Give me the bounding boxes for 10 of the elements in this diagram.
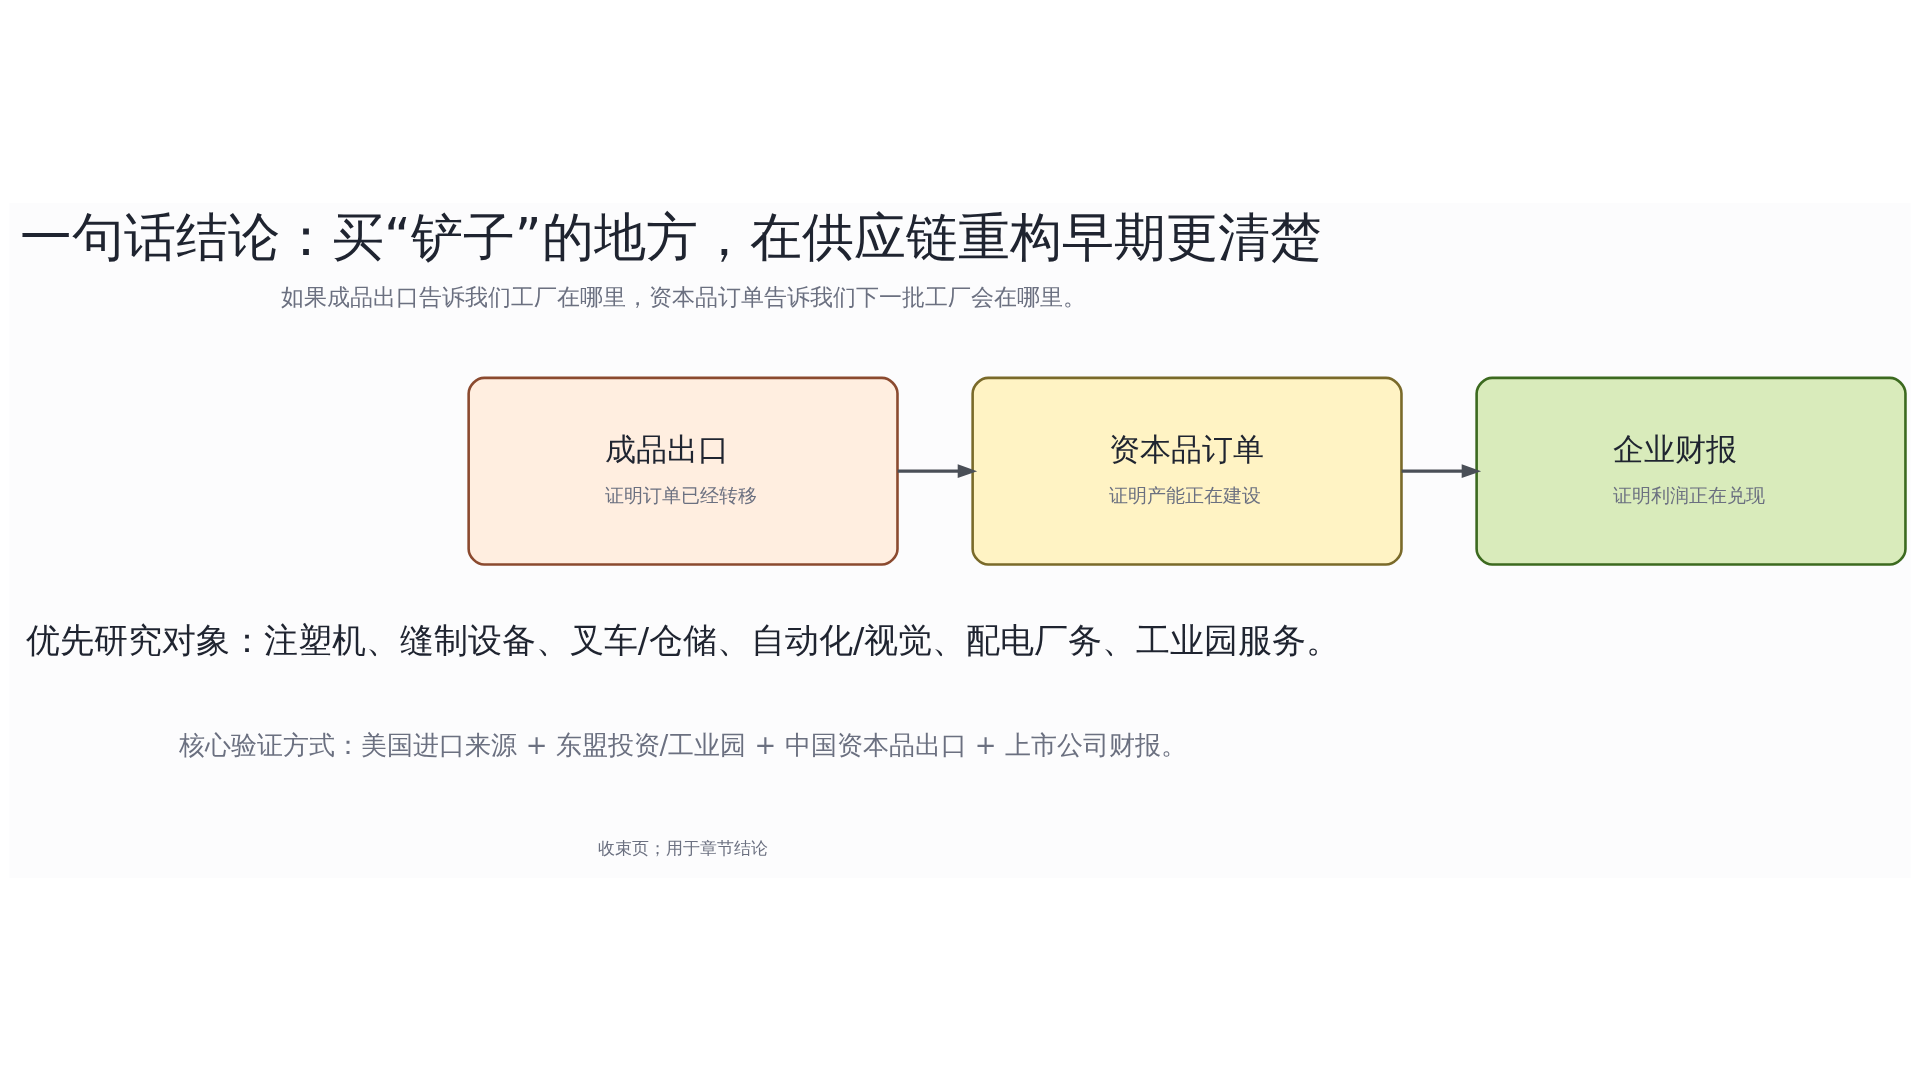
diagram-title: 一句话结论：买“铲子”的地方，在供应链重构早期更清楚	[19, 206, 1322, 267]
label: 优先研究对象：注塑机、缝制设备、叉车/仓储、自动化/视觉、配电厂务、工业园服务。	[25, 620, 1341, 660]
node-box: 资本品订单 证明产能正在建设	[971, 376, 1403, 566]
node-box: 成品出口 证明订单已经转移	[467, 376, 899, 566]
node-box: 企业财报 证明利润正在兑现	[1475, 376, 1907, 566]
arrow	[1401, 463, 1482, 478]
arrow	[897, 463, 978, 478]
label: 核心验证方式：美国进口来源 + 东盟投资/工业园 + 中国资本品出口 + 上市公司财报。	[179, 729, 1187, 760]
label: 如果成品出口告诉我们工厂在哪里，资本品订单告诉我们下一批工厂会在哪里。	[280, 282, 1086, 310]
label: 收束页；用于章节结论	[598, 837, 769, 858]
